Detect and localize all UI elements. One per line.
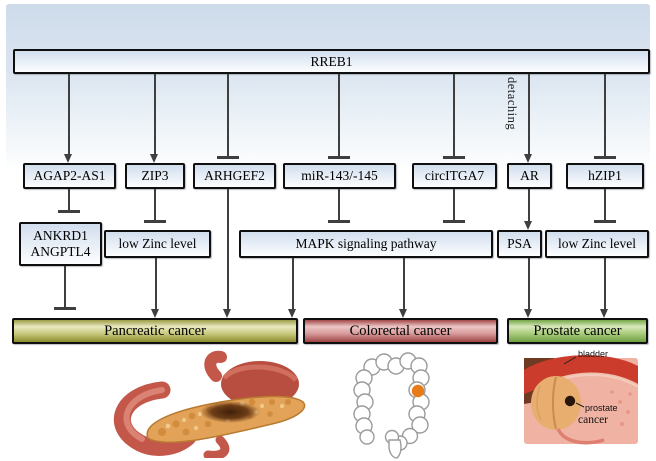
node-low-zinc-level-prostate: low Zinc level (545, 230, 649, 258)
prostate-label-line1: prostate (585, 403, 618, 413)
edge-arhgef2-pancreatic-line (227, 189, 229, 309)
node-hzip1-label: hZIP1 (588, 168, 622, 183)
bladder-leader-line (563, 356, 577, 365)
cancer-pancreatic-label: Pancreatic cancer (104, 322, 206, 339)
edge-psa-prostate-line (528, 258, 530, 309)
inhibition-bar-icon (443, 156, 465, 159)
inhibition-bar-icon (58, 210, 80, 213)
node-low-zinc-level-label: low Zinc level (118, 236, 197, 251)
edge-mapk-pancreatic-line (292, 258, 294, 309)
colon-tumor-dot (411, 384, 425, 398)
edge-hzip1-lowzinc-line (604, 189, 606, 220)
cancer-box-pancreatic: Pancreatic cancer (12, 318, 298, 344)
node-arhgef2-label: ARHGEF2 (204, 168, 265, 183)
prostate-cancer-dot (564, 395, 576, 407)
node-ar-label: AR (520, 168, 539, 183)
edge-label-detaching: detaching (505, 77, 519, 131)
cancer-box-prostate: Prostate cancer (507, 318, 648, 344)
prostate-leader-line (575, 402, 585, 408)
node-arhgef2: ARHGEF2 (193, 163, 276, 189)
arrowhead-icon (399, 309, 407, 318)
edge-zip3-lowzinc-line (154, 189, 156, 220)
bladder-label: bladder (578, 349, 608, 359)
inhibition-bar-icon (328, 156, 350, 159)
arrowhead-icon (150, 154, 158, 163)
inhibition-bar-icon (328, 220, 350, 223)
edge-rreb1-hzip1-line (604, 74, 606, 157)
edge-rreb1-arhgef2-line (227, 74, 229, 157)
node-hzip1: hZIP1 (566, 163, 644, 189)
edge-circitga7-mapk-line (453, 189, 455, 220)
inhibition-bar-icon (144, 220, 166, 223)
edge-ankrd1-pancreatic-line (64, 266, 66, 308)
node-psa-label: PSA (507, 236, 532, 251)
edge-lowzinc-prostate-line (604, 258, 606, 309)
edge-rreb1-mir143-line (338, 74, 340, 157)
edge-lowzinc-pancreatic-line (155, 258, 157, 309)
inhibition-bar-icon (54, 307, 76, 310)
arrowhead-icon (151, 309, 159, 318)
edge-rreb1-ar-line (528, 74, 530, 155)
pancreas-tumor (200, 401, 260, 423)
inhibition-bar-icon (594, 156, 616, 159)
prostate-gland (531, 376, 581, 430)
colon-outline (353, 352, 430, 459)
cancer-box-colorectal: Colorectal cancer (303, 318, 498, 344)
arrowhead-icon (288, 309, 296, 318)
node-zip3-label: ZIP3 (141, 168, 169, 183)
node-ar: AR (507, 163, 552, 189)
arrowhead-icon (600, 309, 608, 318)
node-psa: PSA (497, 230, 542, 258)
urethra (556, 428, 605, 445)
inhibition-bar-icon (594, 220, 616, 223)
node-low-zinc-level-pancreatic: low Zinc level (104, 230, 211, 258)
edge-ar-psa-line (528, 189, 530, 221)
inhibition-bar-icon (443, 220, 465, 223)
edge-rreb1-zip3-line (154, 74, 156, 155)
arrowhead-icon (64, 154, 72, 163)
colon-illustration (353, 352, 430, 459)
node-low-zinc-level-label: low Zinc level (558, 236, 636, 251)
node-mir-143-145-label: miR-143/-145 (301, 168, 378, 183)
edge-rreb1-circitga7-line (453, 74, 455, 157)
prostate-label-line2: cancer (578, 414, 608, 426)
prostate-illustration: bladder prostate cancer (524, 349, 639, 445)
node-mir-143-145: miR-143/-145 (283, 163, 396, 189)
inhibition-bar-icon (217, 156, 239, 159)
node-agap2-as1-label: AGAP2-AS1 (33, 168, 106, 183)
node-agap2-as1: AGAP2-AS1 (23, 163, 116, 189)
arrowhead-icon (524, 309, 532, 318)
edge-agap2as1-ankrd1-line (68, 189, 70, 210)
arrowhead-icon (524, 221, 532, 230)
pancreas-illustration (113, 350, 306, 458)
edge-mir143-mapk-line (338, 189, 340, 220)
node-rreb1: RREB1 (13, 49, 650, 74)
cancer-prostate-label: Prostate cancer (533, 322, 622, 339)
cancer-colorectal-label: Colorectal cancer (349, 322, 452, 339)
pancreas-duct-tube (204, 350, 227, 382)
edge-rreb1-agap2as1-line (68, 74, 70, 155)
node-zip3: ZIP3 (125, 163, 185, 189)
node-angptl4-label: ANGPTL4 (30, 244, 91, 259)
node-ankrd1-angptl4: ANKRD1 ANGPTL4 (19, 222, 102, 266)
node-circitga7-label: circITGA7 (424, 168, 485, 183)
arrowhead-icon (223, 309, 231, 318)
vessel-tail (203, 435, 230, 458)
node-rreb1-label: RREB1 (310, 53, 353, 69)
background-gradient (6, 4, 650, 172)
arrowhead-icon (524, 154, 532, 163)
node-ankrd1-label: ANKRD1 (33, 227, 88, 243)
node-mapk-signaling-pathway: MAPK signaling pathway (239, 230, 493, 258)
node-mapk-label: MAPK signaling pathway (295, 236, 437, 251)
edge-mapk-colorectal-line (403, 258, 405, 309)
node-circitga7: circITGA7 (412, 163, 497, 189)
